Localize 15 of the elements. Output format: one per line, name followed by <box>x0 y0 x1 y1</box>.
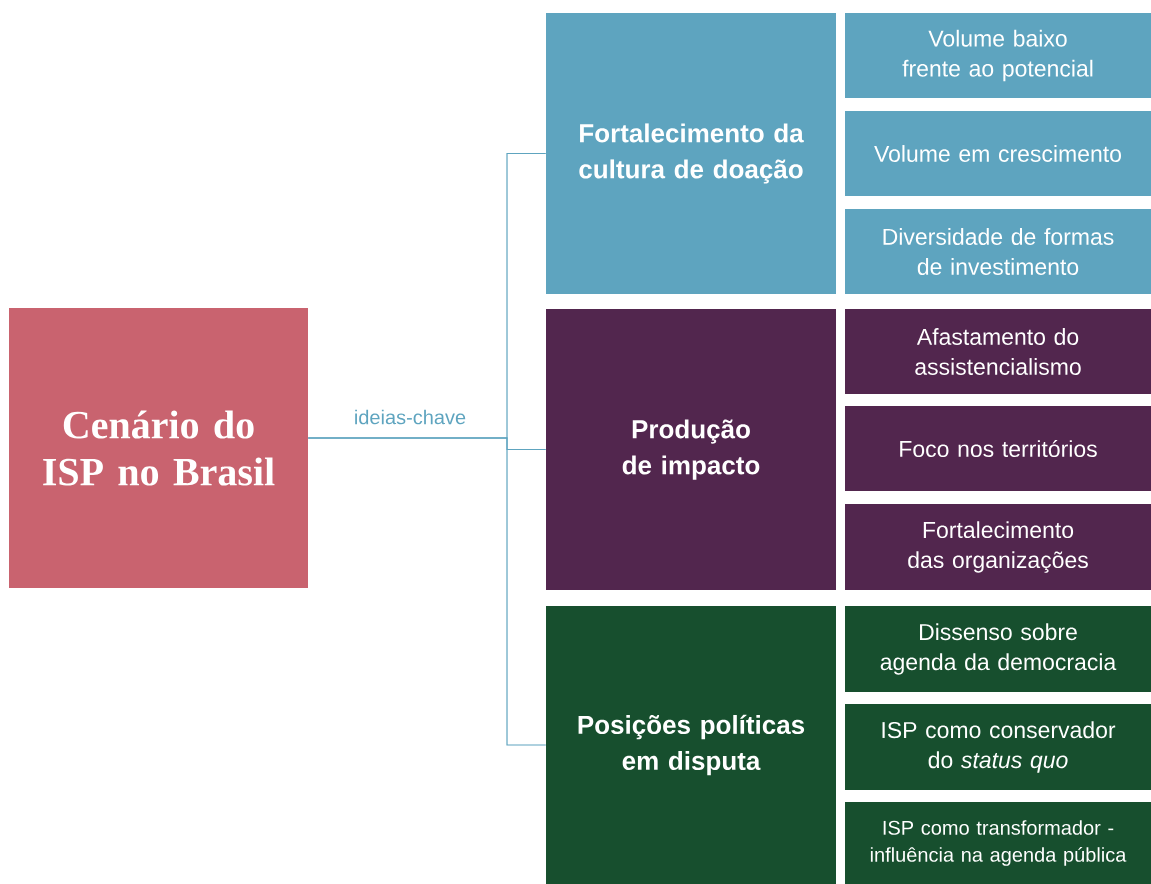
connector-line <box>307 437 547 746</box>
category-box: Fortalecimento da cultura de doação <box>546 13 836 294</box>
edge-label: ideias-chave <box>355 409 466 425</box>
item-box: Dissenso sobre agenda da democracia <box>845 606 1151 692</box>
item-box: Volume baixo frente ao potencial <box>845 13 1151 98</box>
item-box: Volume em crescimento <box>845 111 1151 196</box>
category-box: Posições políticas em disputa <box>546 606 836 884</box>
item-box: Afastamento do assistencialismo <box>845 309 1151 394</box>
item-box: Diversidade de formas de investimento <box>845 209 1151 294</box>
item-box: ISP como conservador do status quo <box>845 704 1151 790</box>
category-box: Produção de impacto <box>546 309 836 590</box>
item-box: ISP como transformador - influência na agenda pública <box>845 802 1151 884</box>
item-box: Fortalecimento das organizações <box>845 504 1151 590</box>
main-title-box: Cenário do ISP no Brasil <box>9 308 308 588</box>
item-box: Foco nos territórios <box>845 406 1151 491</box>
